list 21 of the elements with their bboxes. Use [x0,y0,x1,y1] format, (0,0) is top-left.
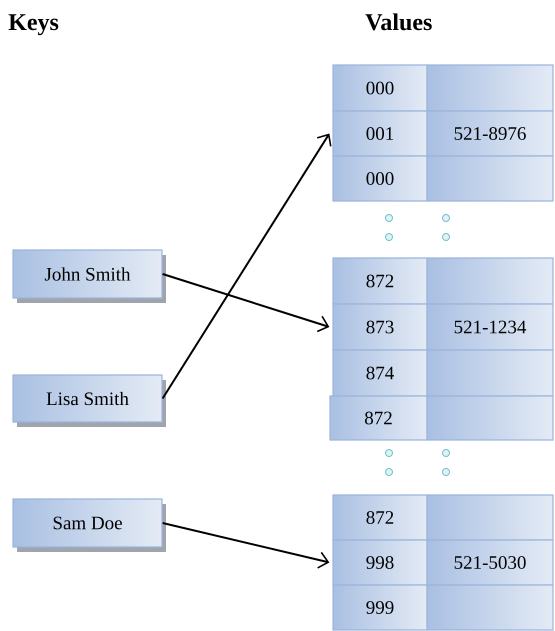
table-cell: 873 [332,303,428,351]
table-cell: 872 [329,395,428,441]
arrow [162,134,332,400]
table-cell: 999 [332,584,428,631]
table-cell: 872 [332,257,428,305]
arrow [162,522,330,569]
table-cell: 521-1234 [426,303,554,351]
table-cell: 998 [332,539,428,586]
key-box: John Smith [12,249,166,303]
table-cell: 521-5030 [426,539,554,586]
table-cell: 000 [332,64,428,112]
arrow [162,273,330,332]
heading: Values [365,13,432,30]
table-cell: 001 [332,110,428,157]
key-box: Lisa Smith [12,374,166,427]
table-cell: 000 [332,155,428,202]
table-cell: 872 [332,494,428,541]
heading: Keys [8,14,58,36]
table-cell: 874 [332,349,428,397]
key-box: Sam Doe [12,498,166,552]
table-cell: 521-8976 [426,110,554,157]
